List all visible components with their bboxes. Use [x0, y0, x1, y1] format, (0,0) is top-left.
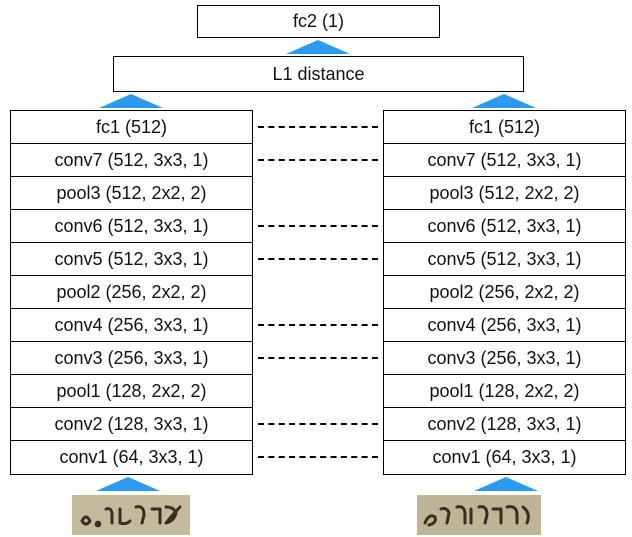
shared-weight-connector-conv4	[258, 324, 378, 326]
right-layer-conv3: conv3 (256, 3x3, 1)	[384, 342, 625, 375]
shared-weight-connector-conv1	[258, 456, 378, 458]
left-layer-pool2: pool2 (256, 2x2, 2)	[11, 276, 252, 309]
fc2-output-box: fc2 (1)	[197, 5, 440, 38]
arrow-to-fc2-icon	[286, 40, 350, 54]
right-layer-conv1: conv1 (64, 3x3, 1)	[432, 447, 577, 467]
right-layer-pool1: pool1 (128, 2x2, 2)	[384, 375, 625, 408]
fc2-output-label: fc2 (1)	[292, 11, 344, 31]
left-handwriting-patch	[72, 495, 190, 535]
shared-weight-connector-conv3	[258, 357, 378, 359]
shared-weight-connector-conv5	[258, 258, 378, 260]
right-layer-conv2: conv2 (128, 3x3, 1)	[384, 408, 625, 441]
left-layer-conv3: conv3 (256, 3x3, 1)	[11, 342, 252, 375]
left-layer-conv6: conv6 (512, 3x3, 1)	[11, 210, 252, 243]
left-layer-conv7: conv7 (512, 3x3, 1)	[11, 144, 252, 177]
right-handwriting-patch	[417, 495, 541, 535]
shared-weight-connector-fc1	[258, 126, 378, 128]
right-layer-conv5: conv5 (512, 3x3, 1)	[384, 243, 625, 276]
left-tower: fc1 (512) conv7 (512, 3x3, 1) pool3 (512…	[10, 110, 253, 475]
right-layer-pool3: pool3 (512, 2x2, 2)	[384, 177, 625, 210]
arrow-right-to-l1-icon	[472, 94, 536, 108]
left-layer-pool3: pool3 (512, 2x2, 2)	[11, 177, 252, 210]
left-layer-conv5: conv5 (512, 3x3, 1)	[11, 243, 252, 276]
shared-weight-connector-conv7	[258, 159, 378, 161]
arrow-left-input-icon	[96, 477, 160, 491]
shared-weight-connector-conv6	[258, 225, 378, 227]
arrow-left-to-l1-icon	[99, 94, 163, 108]
left-layer-conv1: conv1 (64, 3x3, 1)	[59, 447, 204, 467]
left-layer-conv4: conv4 (256, 3x3, 1)	[11, 309, 252, 342]
right-tower: fc1 (512) conv7 (512, 3x3, 1) pool3 (512…	[383, 110, 626, 475]
right-layer-conv7: conv7 (512, 3x3, 1)	[384, 144, 625, 177]
right-layer-fc1: fc1 (512)	[384, 111, 625, 144]
left-layer-pool1: pool1 (128, 2x2, 2)	[11, 375, 252, 408]
l1-distance-label: L1 distance	[272, 63, 365, 84]
arrow-right-input-icon	[474, 477, 538, 491]
right-layer-conv6: conv6 (512, 3x3, 1)	[384, 210, 625, 243]
hebrew-handwriting-icon	[72, 495, 190, 535]
right-layer-conv4: conv4 (256, 3x3, 1)	[384, 309, 625, 342]
shared-weight-connector-conv2	[258, 423, 378, 425]
hebrew-handwriting-icon	[417, 495, 541, 535]
left-layer-conv2: conv2 (128, 3x3, 1)	[11, 408, 252, 441]
l1-distance-box: L1 distance	[113, 56, 524, 92]
right-layer-pool2: pool2 (256, 2x2, 2)	[384, 276, 625, 309]
left-layer-fc1: fc1 (512)	[11, 111, 252, 144]
